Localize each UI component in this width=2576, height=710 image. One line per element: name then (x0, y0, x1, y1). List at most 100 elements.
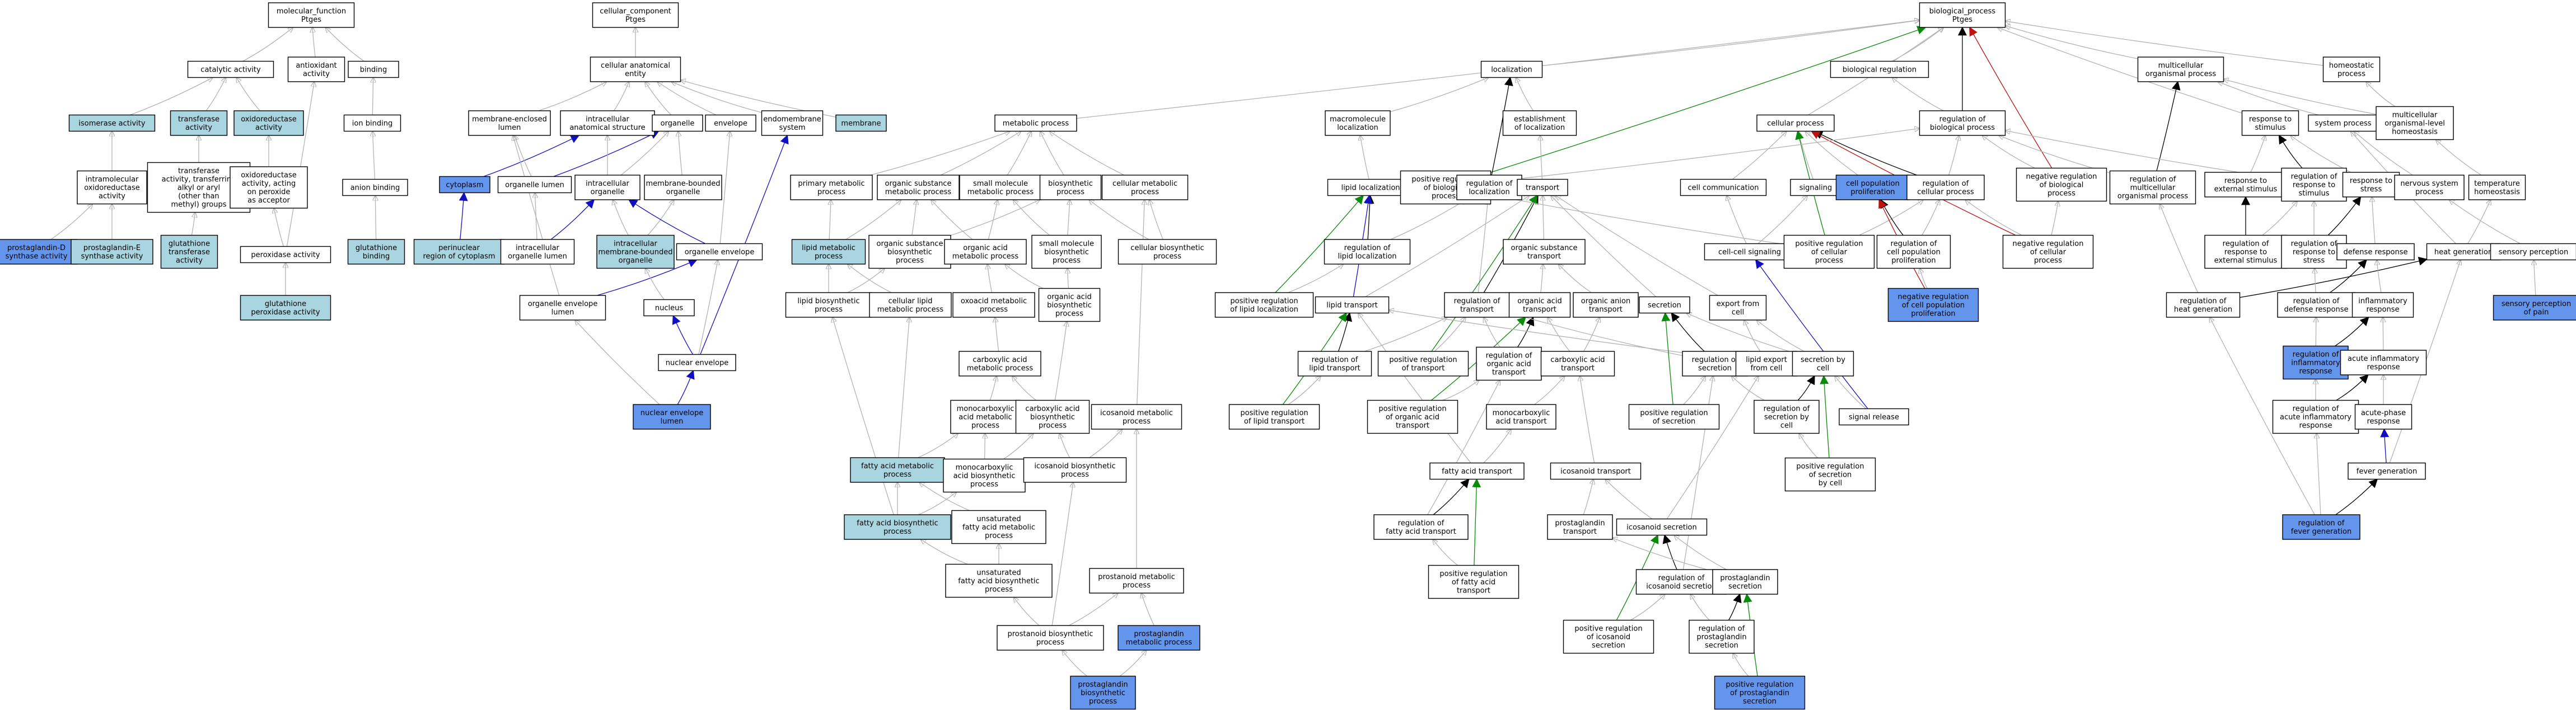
go-term-label: prostaglandin (1696, 633, 1746, 642)
go-term-label: process (1123, 417, 1151, 426)
go-term-label: regulation of (2293, 405, 2339, 413)
go-term-label: process (1036, 638, 1064, 647)
go-term-label: process (971, 422, 999, 430)
go-term-label: process (985, 532, 1013, 540)
edge-is-a (1630, 594, 1665, 621)
edge-neg-reg (1969, 26, 2053, 168)
go-term-label: metabolic process (1003, 120, 1069, 128)
go-term-label: icosanoid metabolic (1100, 409, 1173, 417)
go-term-label: small molecule (1039, 240, 1094, 248)
go-term-metabolic: metabolic process (994, 114, 1077, 132)
go-term-label: system process (2315, 120, 2371, 128)
edge-is-a (950, 200, 1040, 236)
edge-regulates (1517, 316, 1535, 347)
go-term-label: regulation of (1454, 297, 1500, 305)
edge-part-of (672, 315, 694, 355)
edge-regulates (1813, 130, 1917, 176)
go-term-label: activity, transferring (162, 176, 236, 184)
edge-is-a (325, 27, 364, 62)
go-term-label: fever generation (2291, 528, 2351, 536)
edge-is-a (1089, 429, 1123, 458)
go-term-label: process (1053, 257, 1081, 265)
go-term-label: intramolecular (86, 176, 139, 184)
go-term-label: lipid metabolic (802, 244, 855, 252)
go-term-envelope: envelope (705, 114, 756, 132)
go-term-label: isomerase activity (78, 120, 145, 128)
edge-is-a (1733, 653, 1749, 676)
go-term-box (1887, 288, 1979, 322)
go-term-label: nuclear envelope (666, 359, 728, 368)
go-term-label: macromolecule (1330, 115, 1386, 124)
go-term-box (1486, 404, 1556, 430)
go-term-label: regulation of (2130, 176, 2176, 184)
go-term-label: stimulus (2255, 124, 2285, 132)
go-term-box (997, 625, 1104, 651)
edge-is-a (1137, 200, 1144, 405)
go-term-box (1714, 675, 1806, 710)
go-term-label: positive regulation (1240, 409, 1308, 417)
go-term-label: organic anion (1581, 297, 1630, 305)
edge-pos-reg (1275, 195, 1364, 293)
go-term-label: response to (2224, 177, 2267, 185)
edge-is-a (1542, 20, 1920, 67)
go-term-label: from cell (1751, 364, 1783, 373)
go-term-box (240, 246, 331, 264)
go-term-box (2204, 172, 2287, 198)
edge-is-a (919, 482, 970, 511)
go-term-label: proliferation (1911, 310, 1955, 318)
go-term-label: negative regulation (2026, 173, 2097, 181)
go-term-box (1101, 175, 1189, 200)
go-term-label: transferase (178, 115, 219, 124)
edge-is-a (274, 208, 284, 247)
go-term-label: metabolic process (885, 188, 952, 196)
edge-is-a (1756, 320, 1804, 352)
edge-is-a (1727, 196, 1747, 244)
go-term-box (2468, 175, 2526, 200)
go-term-label: by cell (1818, 479, 1842, 488)
edge-pos-reg (1820, 375, 1830, 458)
go-term-label: organic acid (1517, 297, 1562, 305)
go-term-box (1480, 60, 1543, 78)
edge-is-a (645, 82, 672, 115)
go-term-label: transport (1527, 252, 1561, 261)
go-term-label: binding (360, 66, 387, 74)
go-term-box (71, 239, 153, 265)
go-term-label: membrane-enclosed (472, 115, 547, 124)
go-term-label: cellular anatomical (601, 62, 670, 70)
go-term-box (439, 176, 490, 194)
go-term-label: metabolic process (952, 252, 1019, 261)
go-term-label: membrane-bounded (598, 248, 672, 257)
go-term-box (705, 114, 756, 132)
edge-is-a (1068, 593, 1118, 626)
go-term-label: activity (176, 257, 203, 265)
go-term-box (1783, 234, 1875, 269)
go-term-box (1680, 178, 1767, 196)
edge-is-a (931, 200, 973, 240)
edge-is-a (911, 200, 917, 236)
edge-is-a (1516, 78, 1534, 111)
go-term-label: peroxidase activity (251, 308, 320, 317)
edge-is-a (1798, 131, 1814, 180)
go-term-label: regulation of (1692, 356, 1738, 364)
go-term-label: process (815, 305, 843, 314)
go-term-label: Ptges (1952, 16, 1972, 24)
go-term-label: secretion (1592, 642, 1625, 650)
go-term-box (233, 110, 304, 136)
go-term-box (1573, 292, 1639, 318)
go-term-label: small molecule (973, 180, 1028, 188)
go-term-label: of transport (1402, 364, 1445, 373)
go-term-box (658, 354, 736, 372)
go-term-label: of cell population (1902, 302, 1965, 310)
